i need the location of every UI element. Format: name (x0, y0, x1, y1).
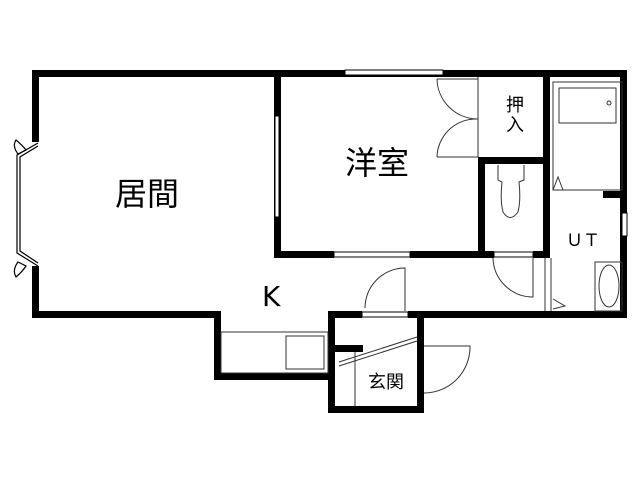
wall-kitchen-left (214, 311, 221, 380)
room-label-living: 居間 (115, 175, 180, 213)
bath-sliding-door-mark (552, 175, 564, 191)
wall-kitchen-bottom (214, 373, 335, 380)
window-ut (621, 212, 628, 237)
ut-sliding-door-mark (552, 298, 567, 310)
window-western-bottom (333, 251, 411, 258)
room-label-closet: 押入 (506, 95, 524, 136)
kitchen-sink (285, 335, 325, 370)
door-frame-entrance (361, 311, 409, 318)
wall-toilet-right (543, 70, 550, 258)
closet-door-upper (436, 78, 479, 120)
bathtub-drain (606, 100, 612, 106)
bathtub-inner (558, 87, 617, 124)
wall-toilet-bottom-right (533, 251, 549, 258)
wall-living-bottom (32, 311, 221, 318)
room-label-unit-bath: ＵＴ (566, 231, 600, 251)
washbasin-counter (594, 261, 623, 312)
walls (32, 70, 627, 413)
wall-western-bottom-b (410, 251, 494, 258)
bay-window-frame (16, 142, 39, 267)
toilet-fixture (497, 165, 525, 218)
wall-closet-toilet (478, 157, 549, 164)
room-label-entrance: 玄関 (368, 372, 404, 393)
entrance-door-swing (364, 267, 406, 311)
wall-top (32, 70, 627, 77)
wall-left-upper (32, 70, 39, 142)
wall-entrance-bottom (328, 406, 424, 413)
doors-fixtures (220, 77, 623, 406)
front-door-swing (423, 345, 471, 394)
kitchen-counter (220, 331, 329, 374)
wall-entrance-left (328, 311, 335, 413)
toilet-door-swing (492, 257, 534, 298)
wall-entrance-top (328, 311, 362, 318)
room-label-kitchen: K (262, 280, 281, 313)
wall-bottom-right (408, 311, 627, 318)
bay-window-sash-top (13, 139, 27, 155)
door-frame-toilet (493, 251, 534, 258)
wall-bath-ut (603, 191, 627, 198)
entrance-step-2 (338, 340, 418, 367)
washbasin (598, 264, 620, 308)
windows (274, 69, 628, 318)
room-label-western-room: 洋室 (345, 144, 410, 182)
wall-toilet-left (478, 157, 485, 258)
window-top (344, 69, 444, 76)
closet-door-lower (436, 118, 479, 158)
entrance-step (338, 336, 418, 363)
bathtub (552, 81, 623, 191)
wall-left-lower (32, 266, 39, 318)
wall-entrance-inner (335, 345, 363, 352)
wall-entrance-right (417, 311, 424, 413)
bay-window-sash-bottom (13, 261, 27, 278)
bay-window-frame-inner (19, 145, 39, 264)
window-divider (274, 115, 280, 218)
bay-window (13, 139, 39, 278)
wall-western-bottom-a (274, 251, 334, 258)
